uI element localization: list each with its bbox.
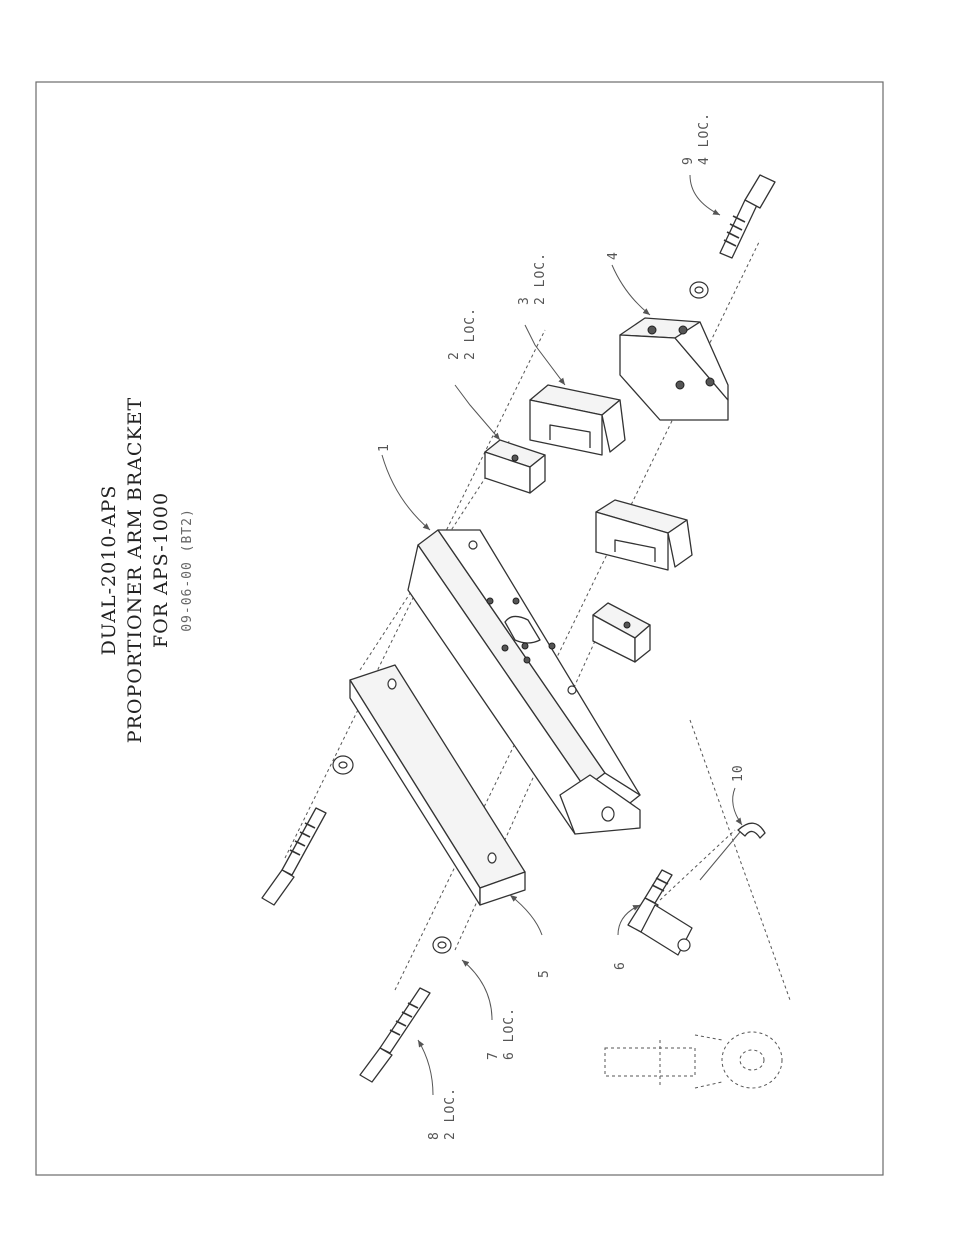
callout-7: 7 6 LOC. bbox=[486, 1007, 517, 1060]
svg-text:2 LOC.: 2 LOC. bbox=[533, 252, 548, 305]
part-1-main-bracket bbox=[407, 529, 641, 835]
svg-text:4 LOC.: 4 LOC. bbox=[697, 112, 712, 165]
part-2-small-block-lower bbox=[592, 602, 651, 663]
svg-text:9: 9 bbox=[681, 156, 696, 165]
callouts: 1 2 2 LOC. 3 2 LOC. 4 5 6 7 6 LOC. bbox=[377, 112, 746, 1140]
part-8-screw-upper bbox=[261, 755, 354, 906]
callout-5: 5 bbox=[537, 969, 552, 978]
svg-text:2 LOC.: 2 LOC. bbox=[443, 1087, 458, 1140]
callout-3: 3 2 LOC. bbox=[517, 252, 548, 305]
svg-text:2: 2 bbox=[447, 351, 462, 360]
rod-end-phantom bbox=[604, 1031, 783, 1089]
title-line-2: PROPORTIONER ARM BRACKET bbox=[124, 397, 146, 743]
callout-6: 6 bbox=[613, 961, 628, 970]
callout-2: 2 2 LOC. bbox=[447, 307, 478, 360]
svg-text:8: 8 bbox=[427, 1131, 442, 1140]
title-block: DUAL-2010-APS PROPORTIONER ARM BRACKET F… bbox=[98, 397, 195, 743]
part-6-stud bbox=[627, 869, 693, 956]
part-2-small-block-upper bbox=[484, 439, 546, 494]
svg-text:1: 1 bbox=[377, 443, 392, 452]
svg-text:2 LOC.: 2 LOC. bbox=[463, 307, 478, 360]
part-10-clip bbox=[699, 822, 766, 881]
title-line-3: FOR APS-1000 bbox=[150, 492, 172, 648]
title-line-1: DUAL-2010-APS bbox=[98, 485, 120, 656]
svg-text:6 LOC.: 6 LOC. bbox=[502, 1007, 517, 1060]
callout-1: 1 bbox=[377, 443, 392, 452]
svg-text:3: 3 bbox=[517, 296, 532, 305]
callout-9: 9 4 LOC. bbox=[681, 112, 712, 165]
part-4-mount-block bbox=[619, 317, 729, 421]
part-3-channel-block-lower bbox=[595, 499, 693, 571]
part-3-channel-block-upper bbox=[529, 384, 626, 456]
svg-text:7: 7 bbox=[486, 1051, 501, 1060]
part-8-screw-lower bbox=[359, 936, 452, 1083]
svg-text:6: 6 bbox=[613, 961, 628, 970]
svg-text:5: 5 bbox=[537, 969, 552, 978]
svg-text:4: 4 bbox=[606, 251, 621, 260]
callout-10: 10 bbox=[731, 764, 746, 782]
part-9-screw bbox=[689, 174, 776, 299]
callout-4: 4 bbox=[606, 251, 621, 260]
part-5-plate bbox=[349, 664, 526, 906]
title-date: 09-06-00 (BT2) bbox=[180, 508, 195, 632]
drawing-frame bbox=[35, 81, 884, 1176]
svg-text:10: 10 bbox=[731, 764, 746, 782]
callout-8: 8 2 LOC. bbox=[427, 1087, 458, 1140]
